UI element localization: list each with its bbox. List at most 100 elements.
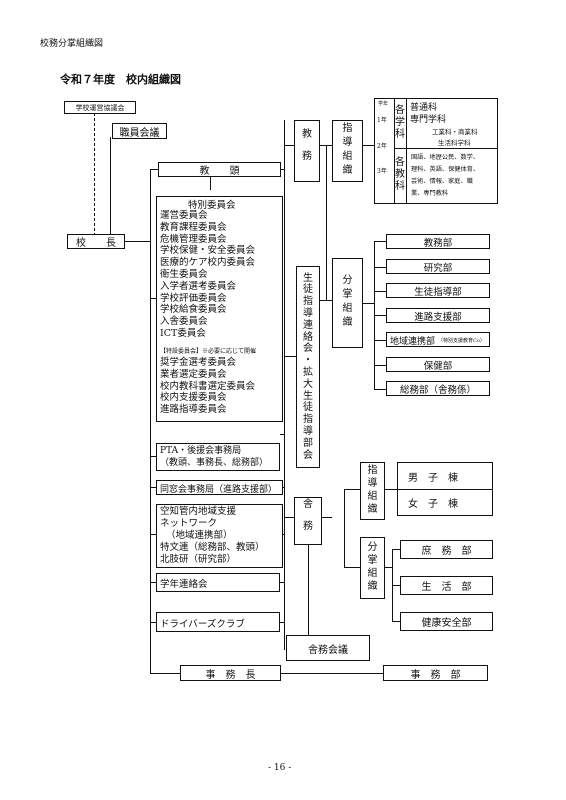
connector: [374, 365, 386, 366]
list-item: 運営委員会: [160, 210, 208, 221]
connector: [320, 300, 332, 301]
dorm-kenko: 健康安全部: [400, 612, 493, 631]
connector: [280, 622, 284, 623]
vice-principal-box: 教 頭: [158, 162, 281, 177]
list-item: 校内教科書選定委員会: [160, 380, 256, 392]
shido-soshiki-label: 指導組織: [342, 123, 353, 176]
list-item: 衛生委員会: [160, 268, 208, 280]
grade-y3: 3年: [377, 168, 387, 175]
page-title: 令和７年度 校内組織図: [60, 73, 181, 86]
senmon: 専門学科: [410, 115, 447, 125]
regional-text: 空知管内地域支援 ネットワーク （地域連携部） 特文連（総務部、教頭） 北肢研（…: [160, 506, 265, 565]
connector: [392, 585, 400, 586]
list-item: 学校給食委員会: [160, 304, 227, 316]
dept-chiiki: [386, 332, 490, 347]
connector: [94, 113, 95, 241]
admin-office-box: 事 務 部: [383, 665, 488, 681]
committee-list: 運営委員会 教育課程委員会 危機管理委員会 学校保健・安全委員会 医療的ケア校内…: [160, 210, 255, 340]
list-item: ICT委員会: [160, 327, 206, 339]
list-item: 校内支援委員会: [160, 392, 227, 404]
special-committees-heading: 特別委員会: [186, 197, 238, 211]
connector: [110, 137, 111, 241]
dorm-shomu: 庶 務 部: [400, 540, 493, 559]
dept-seito: 生徒指導部: [386, 283, 490, 298]
grade-liaison-box: [156, 573, 280, 592]
alumni-box: [156, 480, 283, 495]
connector: [363, 145, 374, 146]
connector: [284, 517, 294, 518]
kyomu-label: 教務: [302, 129, 312, 162]
connector: [150, 169, 151, 673]
dorm-bunsho-box: [360, 537, 385, 599]
table-divider: [406, 98, 407, 204]
connector: [374, 315, 386, 316]
bunsho-soshiki-label: 分掌組織: [342, 275, 353, 328]
connector: [150, 534, 156, 535]
list-item: 学校保健・安全委員会: [160, 245, 256, 257]
connector: [281, 673, 383, 674]
kakukyoka-label: 各教科: [395, 157, 405, 192]
connector: [392, 621, 400, 622]
table-divider: [397, 489, 493, 490]
grade-liaison-text: 学年連絡会: [160, 579, 208, 590]
staff-meeting-box: 職員会議: [112, 123, 167, 139]
connector: [150, 298, 156, 299]
connector: [150, 582, 156, 583]
kogyo: 工業科・商業科: [432, 128, 478, 136]
grade-header: 学年: [378, 101, 389, 107]
connector: [385, 567, 392, 568]
list-item: 進路指導委員会: [160, 404, 227, 416]
dorm-girls: 女 子 棟: [408, 499, 458, 510]
connector: [283, 534, 284, 535]
dorm-shido-box: [360, 462, 385, 520]
grade-y2: 2年: [377, 143, 387, 150]
connector: [344, 567, 360, 568]
connector: [385, 489, 397, 490]
connector: [150, 456, 156, 457]
list-item: 奨学金選考委員会: [160, 357, 237, 368]
dept-kyomu: 教務部: [386, 234, 490, 249]
list-item: 入舎委員会: [160, 316, 208, 328]
connector: [374, 267, 386, 268]
table-divider: [394, 98, 395, 204]
connector: [284, 145, 294, 146]
regional-box: [156, 504, 283, 568]
connector: [308, 545, 309, 635]
table-divider: [394, 148, 498, 149]
admin-chief-box: 事 務 長: [180, 665, 281, 681]
bunsho-soshiki-box: [332, 258, 363, 348]
connector: [125, 241, 150, 242]
list-item: 入学者選考委員会: [160, 280, 237, 292]
list-item: 医療的ケア校内委員会: [160, 257, 256, 269]
dorm-seikatsu: 生 活 部: [400, 576, 493, 595]
connector: [392, 549, 400, 550]
connector: [150, 673, 180, 674]
dept-shinro: 進路支援部: [386, 308, 490, 323]
dorm-shido-label: 指導組織: [367, 465, 378, 515]
seito-renraku-label: 生徒指導連絡会・拡大生徒指導部会: [303, 272, 313, 461]
list-item: 教育課程委員会: [160, 221, 227, 233]
alumni-text: 同窓会事務局（進路支援部）: [160, 485, 278, 495]
connector: [374, 241, 386, 242]
seikatsu: 生活科学科: [438, 139, 471, 147]
connector: [284, 356, 296, 357]
principal-box: 校 長: [67, 234, 125, 249]
connector: [374, 340, 386, 341]
council-box: 学校運営協議会: [64, 101, 136, 114]
header-label: 校務分掌組織図: [40, 39, 104, 49]
drivers-club-text: ドライバーズクラブ: [160, 619, 245, 630]
list-item: 危機管理委員会: [160, 233, 227, 245]
pta-text: PTA・後援会事務局 （教頭、事務長、総務部）: [160, 446, 269, 468]
seito-renraku-box: [296, 266, 320, 468]
connector: [150, 622, 156, 623]
connector: [280, 434, 284, 435]
special-committees-note: 【特設委員会】※必要に応じて開催: [160, 348, 257, 355]
page-number: - 16 -: [268, 763, 292, 773]
committee-list-2: 奨学金選考委員会 業者選定委員会 校内教科書選定委員会 校内支援委員会 進路指導…: [160, 357, 255, 416]
connector: [374, 389, 386, 390]
dept-somu: 総務部（舎務係）: [386, 381, 490, 396]
connector: [363, 303, 374, 304]
connector: [374, 291, 386, 292]
shamu-box: [294, 497, 322, 545]
connector: [210, 176, 211, 190]
